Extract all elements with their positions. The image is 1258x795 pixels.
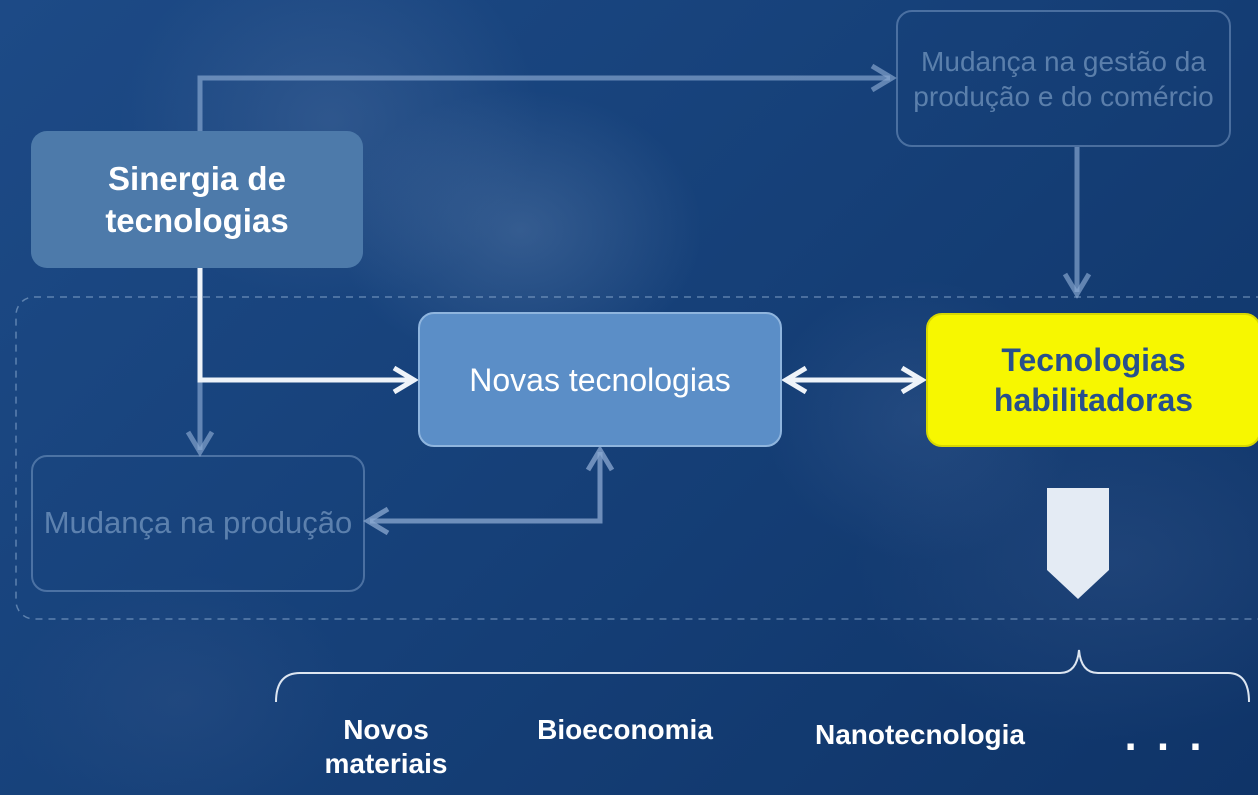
novas-label: Novas tecnologias <box>469 361 731 398</box>
arrow-sinergia-to-gestao <box>197 75 890 131</box>
gestao-box: Mudança na gestão da produção e do comér… <box>896 10 1231 147</box>
bioeconomia-label: Bioeconomia <box>537 714 713 745</box>
dashed-region <box>15 296 1258 620</box>
block-down-arrow <box>1047 488 1109 599</box>
arrow-novas-producao <box>370 452 603 524</box>
nanotecnologia-label: Nanotecnologia <box>814 719 1025 750</box>
sinergia-label: Sinergia de tecnologias <box>105 160 289 239</box>
producao-label: Mudança na produção <box>43 505 353 541</box>
tecnologias-habilitadoras-box: Tecnologias habilitadoras <box>926 313 1258 447</box>
habilitadoras-label: Tecnologias habilitadoras <box>993 342 1194 418</box>
gestao-label: Mudança na gestão da produção e do comér… <box>913 45 1214 112</box>
novas-tecnologias-box: Novas tecnologias <box>418 312 782 447</box>
sinergia-box: Sinergia de tecnologias <box>31 131 363 268</box>
ellipsis-label: . . . <box>1124 711 1206 760</box>
producao-box: Mudança na produção <box>31 455 365 592</box>
arrow-sinergia-to-novas <box>197 268 412 383</box>
curly-brace <box>275 649 1250 703</box>
novos-materiais-label: Novos materiais <box>324 714 448 779</box>
